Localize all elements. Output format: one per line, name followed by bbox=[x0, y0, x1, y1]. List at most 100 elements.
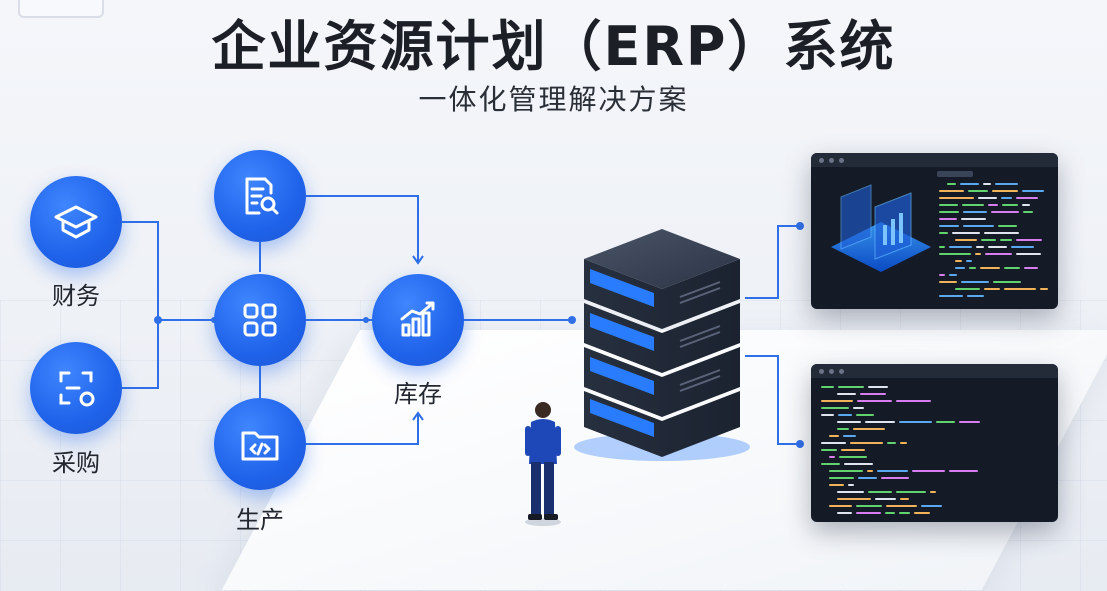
code-line bbox=[1004, 267, 1020, 269]
graduation-cap-icon bbox=[54, 205, 98, 239]
code-line bbox=[900, 498, 909, 500]
code-line bbox=[821, 414, 834, 416]
page-subtitle: 一体化管理解决方案 bbox=[418, 83, 689, 116]
code-line bbox=[857, 400, 892, 402]
code-line bbox=[829, 477, 854, 479]
code-line bbox=[829, 505, 852, 507]
code-line bbox=[930, 491, 936, 493]
code-line bbox=[967, 295, 984, 297]
code-line bbox=[1016, 253, 1041, 255]
code-line bbox=[983, 183, 991, 185]
code-line bbox=[976, 246, 984, 248]
dashboard-panel bbox=[811, 153, 1058, 309]
code-line bbox=[875, 498, 896, 500]
code-line bbox=[939, 295, 963, 297]
code-line bbox=[991, 211, 1019, 213]
code-line bbox=[912, 470, 945, 472]
dashboard-visual bbox=[831, 171, 973, 272]
code-line bbox=[856, 414, 874, 416]
node-hub[interactable] bbox=[214, 274, 306, 366]
code-line bbox=[850, 442, 883, 444]
code-line bbox=[1004, 288, 1036, 290]
code-panel bbox=[811, 364, 1058, 522]
code-line bbox=[969, 267, 976, 269]
server-unit bbox=[584, 259, 740, 329]
code-line bbox=[1022, 190, 1044, 192]
code-line bbox=[939, 274, 945, 276]
code-line bbox=[984, 288, 1000, 290]
node-document[interactable] bbox=[214, 150, 306, 242]
code-line bbox=[844, 463, 873, 465]
code-line bbox=[955, 260, 962, 262]
person-figure bbox=[525, 402, 561, 526]
code-line bbox=[899, 421, 932, 423]
code-line bbox=[821, 386, 834, 388]
code-line bbox=[868, 386, 888, 388]
code-line bbox=[968, 190, 988, 192]
code-line bbox=[993, 281, 1021, 283]
code-line bbox=[978, 197, 997, 199]
server-unit bbox=[584, 347, 740, 417]
code-line bbox=[939, 218, 957, 220]
code-line bbox=[955, 288, 980, 290]
code-line bbox=[838, 386, 864, 388]
code-line bbox=[998, 225, 1017, 227]
node-purchasing-label: 采购 bbox=[52, 449, 100, 477]
server-unit bbox=[584, 391, 740, 457]
code-line bbox=[900, 442, 907, 444]
code-line bbox=[961, 218, 986, 220]
code-line bbox=[1001, 197, 1012, 199]
code-line bbox=[853, 428, 885, 430]
code-line bbox=[829, 470, 863, 472]
code-line bbox=[899, 512, 910, 514]
code-line bbox=[949, 274, 957, 276]
code-line bbox=[939, 197, 974, 199]
node-purchasing[interactable] bbox=[30, 342, 122, 434]
code-line bbox=[1024, 267, 1038, 269]
node-production[interactable] bbox=[214, 398, 306, 490]
node-inventory[interactable] bbox=[372, 274, 464, 366]
code-line bbox=[966, 260, 972, 262]
node-inventory-label: 库存 bbox=[394, 380, 442, 408]
code-line bbox=[838, 414, 852, 416]
code-line bbox=[1011, 246, 1034, 248]
code-line bbox=[837, 393, 856, 395]
code-line bbox=[1023, 211, 1033, 213]
node-finance[interactable] bbox=[30, 176, 122, 268]
code-line bbox=[881, 477, 909, 479]
code-line bbox=[995, 183, 1018, 185]
code-line bbox=[860, 393, 886, 395]
code-line bbox=[856, 512, 881, 514]
code-line bbox=[1022, 204, 1030, 206]
code-line bbox=[837, 491, 864, 493]
code-line bbox=[1000, 239, 1012, 241]
code-line bbox=[921, 505, 942, 507]
document-search-icon bbox=[245, 177, 279, 215]
code-line bbox=[939, 225, 959, 227]
code-line bbox=[839, 456, 867, 458]
code-line bbox=[821, 442, 846, 444]
code-line bbox=[829, 456, 835, 458]
window-bar bbox=[811, 364, 1058, 378]
server-stack bbox=[574, 229, 750, 461]
code-line bbox=[975, 253, 981, 255]
code-line bbox=[914, 512, 930, 514]
scan-frame-icon bbox=[59, 371, 95, 407]
code-line bbox=[837, 512, 852, 514]
code-line bbox=[939, 246, 945, 248]
code-line bbox=[837, 428, 849, 430]
code-line bbox=[837, 498, 871, 500]
code-line bbox=[992, 190, 1018, 192]
code-line bbox=[837, 421, 861, 423]
node-production-label: 生产 bbox=[236, 506, 284, 534]
folder-code-icon bbox=[241, 431, 279, 461]
code-line bbox=[829, 435, 839, 437]
code-line bbox=[939, 190, 964, 192]
code-line bbox=[988, 246, 1007, 248]
code-line bbox=[821, 463, 840, 465]
code-line bbox=[936, 421, 955, 423]
code-line bbox=[821, 407, 849, 409]
code-line bbox=[887, 442, 896, 444]
code-line bbox=[868, 491, 892, 493]
